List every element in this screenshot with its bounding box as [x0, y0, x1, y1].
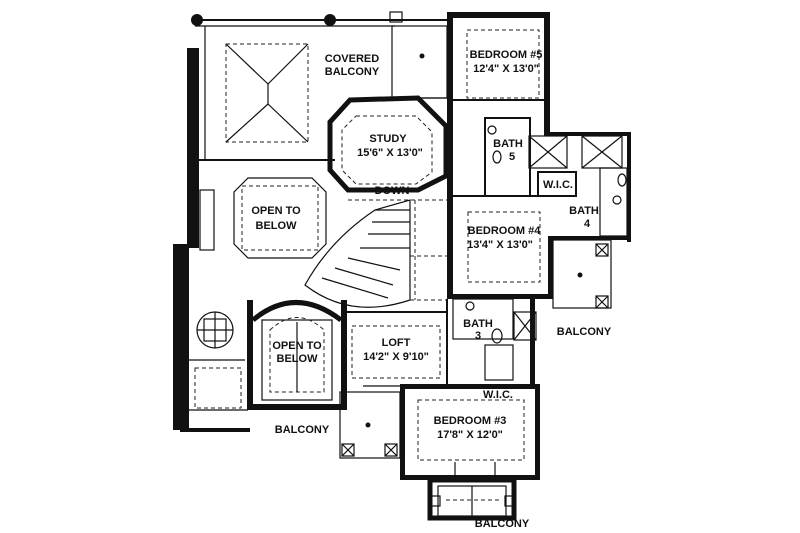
label-study-size: 15'6" X 13'0": [357, 147, 423, 159]
balcony-right: [552, 239, 612, 309]
label-wic-lower: W.I.C.: [483, 389, 513, 401]
label-balcony-right: BALCONY: [557, 326, 612, 338]
bedroom-3: [417, 399, 525, 475]
exterior-walls: [173, 12, 631, 480]
label-bath-5-num: 5: [509, 151, 515, 163]
bath-3: [452, 298, 537, 381]
label-bedroom-5-size: 12'4" X 13'0": [473, 63, 539, 75]
label-covered-balcony-1: COVERED: [325, 53, 379, 65]
label-wic-upper: W.I.C.: [543, 179, 573, 191]
label-bedroom-5: BEDROOM #5: [470, 49, 543, 61]
bedroom-4: [453, 195, 548, 283]
label-bath-4-num: 4: [584, 218, 591, 230]
study: [327, 95, 449, 193]
wic-upper: [537, 171, 577, 197]
label-open-to-below-top-2: BELOW: [256, 220, 298, 232]
label-loft: LOFT: [382, 337, 411, 349]
covered-balcony-rail: [191, 11, 447, 161]
label-bedroom-3-size: 17'8" X 12'0": [437, 429, 503, 441]
label-bath-3: BATH: [463, 318, 493, 330]
bedroom-5: [453, 29, 544, 101]
open-to-below-top: [199, 177, 327, 259]
balcony-closet: [391, 25, 448, 99]
label-bedroom-4: BEDROOM #4: [468, 225, 542, 237]
loft: [347, 299, 448, 387]
bath-4: [599, 167, 628, 237]
label-bedroom-4-size: 13'4" X 13'0": [467, 239, 533, 251]
label-bath-3-num: 3: [475, 330, 481, 342]
label-open-to-below-bottom-1: OPEN TO: [272, 340, 322, 352]
open-to-below-bottom: [251, 300, 343, 401]
label-down: DOWN: [375, 185, 410, 197]
label-covered-balcony-2: BALCONY: [325, 66, 380, 78]
skylight-symbol: [225, 43, 309, 143]
spiral-stair: [304, 199, 448, 308]
balcony-lower-center: [339, 391, 401, 459]
label-bedroom-3: BEDROOM #3: [434, 415, 507, 427]
label-bath-5: BATH: [493, 138, 523, 150]
label-open-to-below-bottom-2: BELOW: [277, 353, 319, 365]
window-rose: [189, 311, 248, 411]
label-bath-4: BATH: [569, 205, 599, 217]
label-study: STUDY: [369, 133, 407, 145]
balcony-bottom: [427, 477, 517, 521]
label-balcony-bottom: BALCONY: [475, 518, 530, 530]
label-loft-size: 14'2" X 9'10": [363, 351, 429, 363]
label-open-to-below-top-1: OPEN TO: [251, 205, 301, 217]
label-balcony-left: BALCONY: [275, 424, 330, 436]
